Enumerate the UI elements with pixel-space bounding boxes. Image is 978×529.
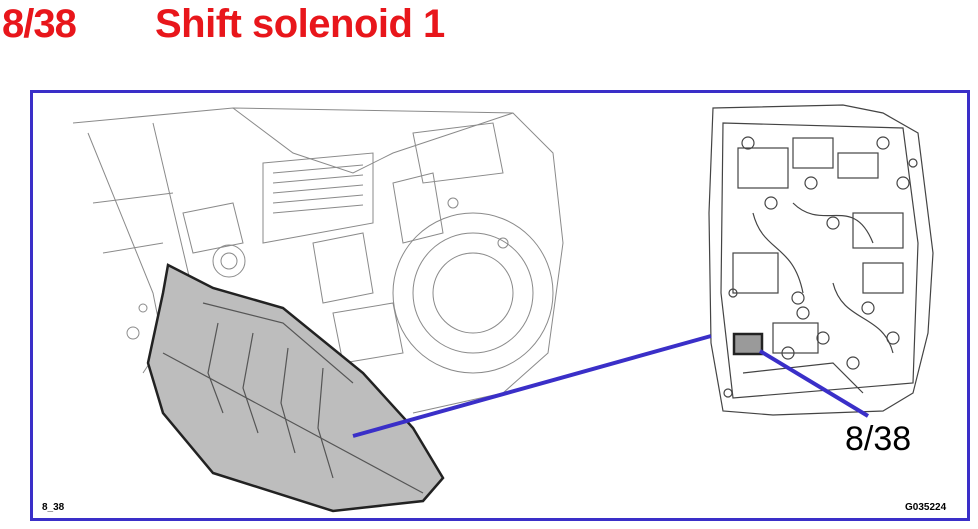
figure-ref-right: G035224 (905, 502, 947, 513)
diagram-code: 8/38 (2, 2, 77, 46)
shift-solenoid-highlight (732, 332, 764, 356)
illustration-frame (30, 90, 970, 521)
diagram-title: Shift solenoid 1 (155, 2, 445, 46)
oil-pan (146, 263, 445, 513)
transmission-drawing (72, 107, 564, 414)
leader-line-callout (758, 349, 870, 418)
leader-line-sump (352, 334, 712, 438)
callout-label: 8/38 (845, 420, 912, 458)
valve-body-drawing (708, 104, 934, 416)
illustration-svg (72, 104, 934, 513)
figure-ref-left: 8_38 (42, 502, 65, 513)
oil-pan-ribs (162, 302, 424, 494)
